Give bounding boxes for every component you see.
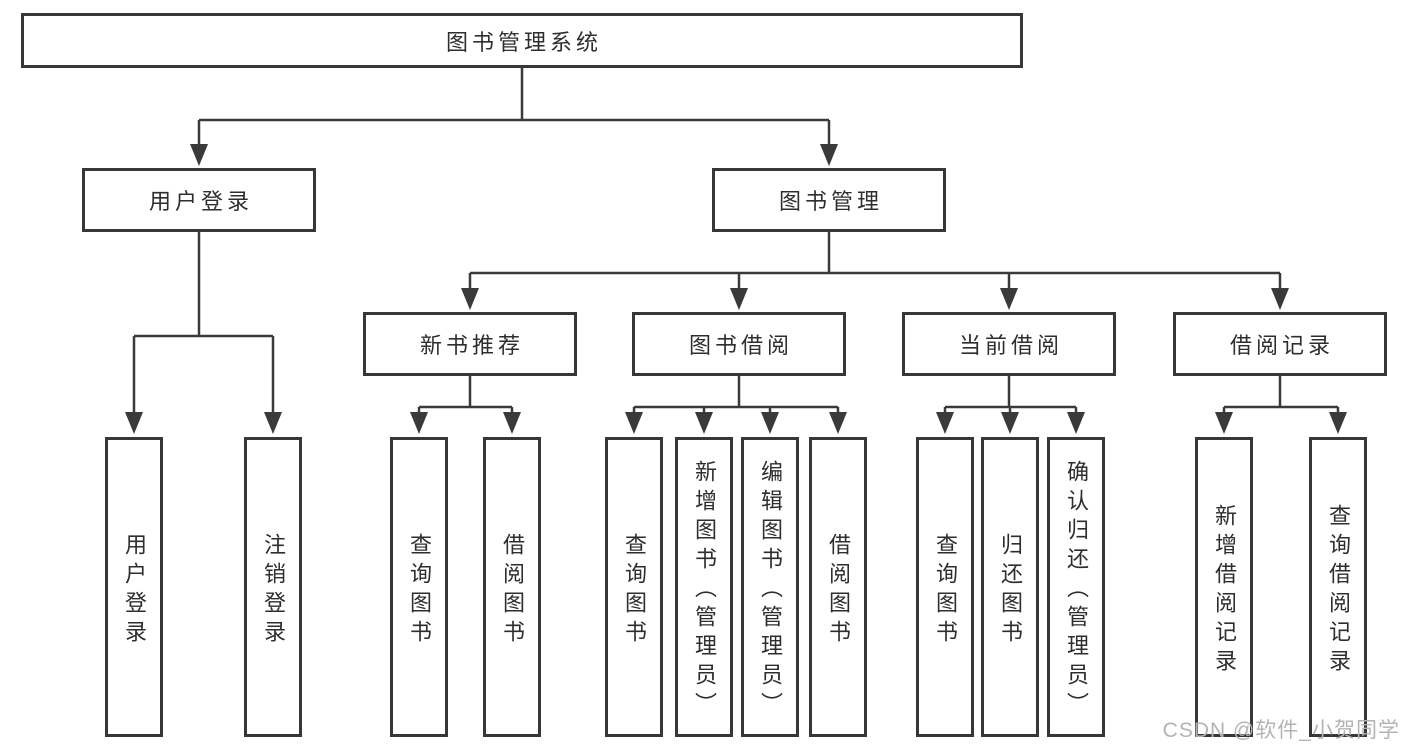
node-system-root: 图书管理系统	[21, 13, 1023, 68]
node-user-login: 用户登录	[82, 168, 316, 232]
connector-borrow-to-children	[625, 376, 847, 434]
connector-mgmt-to-level3	[461, 232, 1289, 310]
node-book-borrow: 图书借阅	[632, 312, 846, 376]
connector-root-to-level2	[190, 68, 838, 166]
node-leaf-query-book-3: 查询图书	[916, 437, 974, 737]
node-borrow-record: 借阅记录	[1173, 312, 1387, 376]
node-leaf-user-login: 用户登录	[105, 437, 163, 737]
csdn-watermark: CSDN @软件_小贺同学	[1162, 719, 1400, 742]
node-leaf-logout: 注销登录	[244, 437, 302, 737]
node-leaf-confirm-return-admin: 确认归还（管理员）	[1047, 437, 1105, 737]
node-leaf-add-borrow-record: 新增借阅记录	[1195, 437, 1253, 737]
node-leaf-query-book-2: 查询图书	[605, 437, 663, 737]
node-leaf-add-book-admin: 新增图书（管理员）	[675, 437, 733, 737]
node-leaf-query-book-1: 查询图书	[390, 437, 448, 737]
node-current-borrow: 当前借阅	[902, 312, 1116, 376]
connector-login-to-children	[125, 232, 282, 434]
node-new-book-recommend: 新书推荐	[363, 312, 577, 376]
node-leaf-borrow-book-2: 借阅图书	[809, 437, 867, 737]
node-leaf-edit-book-admin: 编辑图书（管理员）	[741, 437, 799, 737]
node-leaf-return-book: 归还图书	[981, 437, 1039, 737]
connector-record-to-children	[1215, 376, 1347, 434]
connector-newrec-to-children	[410, 376, 521, 434]
node-book-management: 图书管理	[712, 168, 946, 232]
node-leaf-query-borrow-record: 查询借阅记录	[1309, 437, 1367, 737]
connector-current-to-children	[936, 376, 1085, 434]
node-leaf-borrow-book-1: 借阅图书	[483, 437, 541, 737]
